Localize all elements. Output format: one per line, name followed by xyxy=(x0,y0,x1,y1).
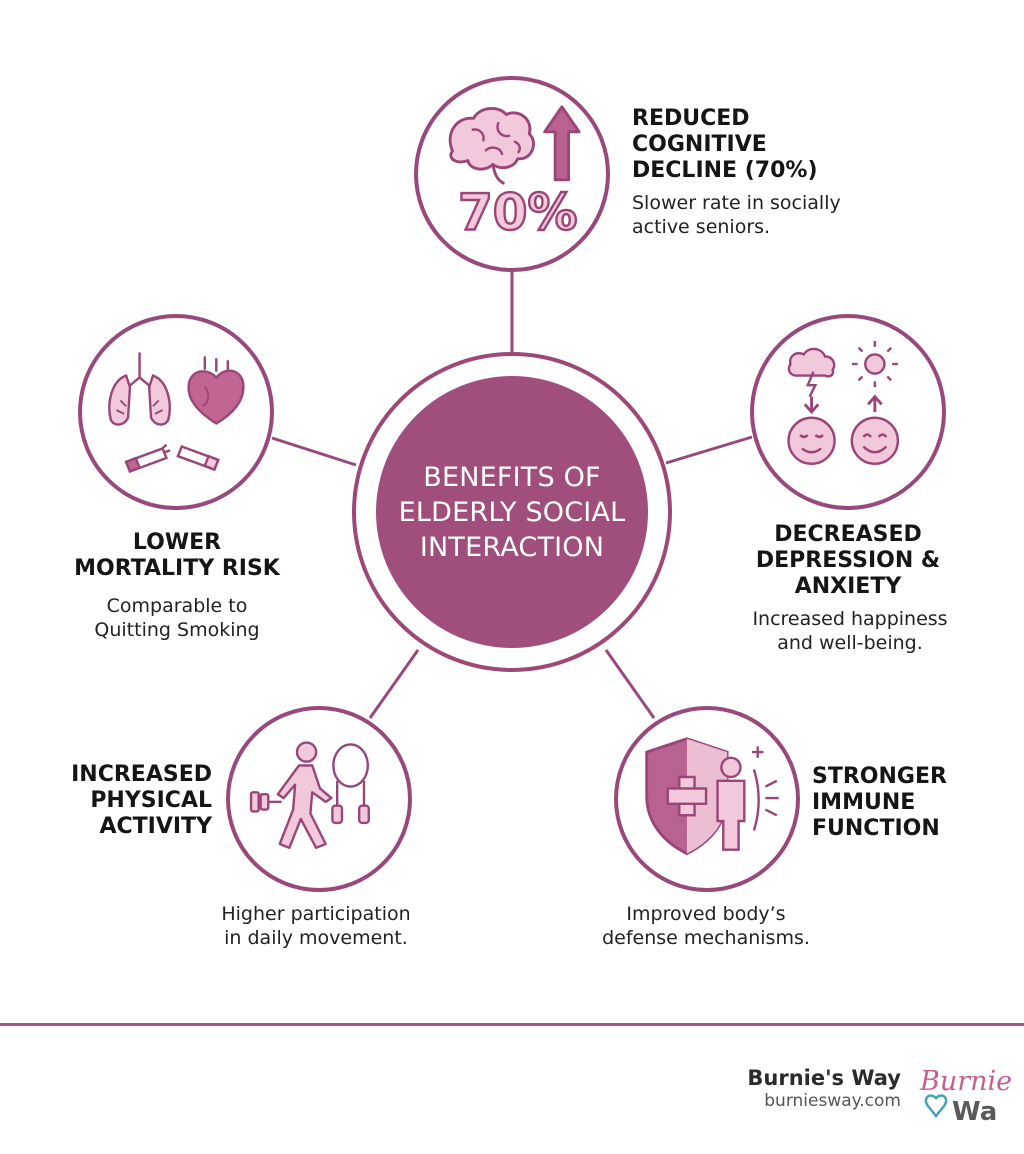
benefit-heading: STRONGER IMMUNE FUNCTION xyxy=(812,764,947,841)
cognitive-illustration: 70% xyxy=(448,105,581,243)
percent-badge: 70% xyxy=(458,184,577,242)
connector-line xyxy=(368,649,420,719)
benefit-heading: REDUCED COGNITIVE DECLINE (70%) xyxy=(632,106,818,183)
mortality-illustration xyxy=(108,352,245,474)
brain-icon xyxy=(448,107,535,185)
connector-line xyxy=(665,435,753,465)
brand-logo: Burnie Wa xyxy=(919,1066,1012,1127)
node-immune xyxy=(614,706,800,892)
benefit-heading: LOWER MORTALITY RISK xyxy=(74,530,280,581)
benefit-description: Comparable to Quitting Smoking xyxy=(94,595,260,641)
walking-person-icon xyxy=(276,741,333,850)
smiling-face-icon xyxy=(850,416,900,465)
broken-cigarette-icon xyxy=(124,443,220,474)
person-icon xyxy=(716,756,746,851)
down-arrow-icon xyxy=(803,396,820,415)
benefit-description: Higher participation in daily movement. xyxy=(221,903,411,949)
connector-line xyxy=(604,649,656,719)
benefit-description: Increased happiness and well-being. xyxy=(752,608,948,654)
connector-line xyxy=(271,436,357,467)
benefit-description: Improved body’s defense mechanisms. xyxy=(602,903,810,949)
diagram-title: BENEFITS OF ELDERLY SOCIAL INTERACTION xyxy=(398,461,626,563)
up-arrow-small-icon xyxy=(867,394,883,412)
up-arrow-icon xyxy=(543,105,581,182)
benefit-heading: DECREASED DEPRESSION & ANXIETY xyxy=(755,522,941,599)
footer-divider xyxy=(0,1023,1024,1026)
dumbbell-icon xyxy=(249,791,282,813)
benefit-heading: INCREASED PHYSICAL ACTIVITY xyxy=(71,762,212,839)
logo-text-bottom: Wa xyxy=(952,1097,997,1127)
logo-heart-icon xyxy=(924,1094,948,1119)
sun-icon xyxy=(851,341,898,388)
central-hub: BENEFITS OF ELDERLY SOCIAL INTERACTION xyxy=(352,352,672,672)
jump-rope-icon xyxy=(331,743,370,825)
lungs-icon xyxy=(108,352,171,426)
logo-text-top: Burnie xyxy=(919,1066,1012,1097)
node-cognitive: 70% xyxy=(414,76,610,272)
heart-icon xyxy=(187,356,245,425)
node-mood xyxy=(750,314,946,510)
central-hub-fill: BENEFITS OF ELDERLY SOCIAL INTERACTION xyxy=(376,376,648,648)
calm-face-icon xyxy=(787,416,836,465)
physical-illustration xyxy=(249,741,370,850)
node-mortality xyxy=(78,314,274,510)
shield-icon xyxy=(645,737,729,856)
brand-url[interactable]: burniesway.com xyxy=(764,1091,901,1111)
benefit-description: Slower rate in socially active seniors. xyxy=(632,192,841,238)
defense-rays-icon xyxy=(751,746,779,831)
node-physical xyxy=(226,706,412,892)
brand-name: Burnie's Way xyxy=(747,1066,901,1090)
mood-illustration xyxy=(787,341,900,465)
storm-cloud-icon xyxy=(787,347,836,398)
immune-illustration xyxy=(645,737,779,856)
